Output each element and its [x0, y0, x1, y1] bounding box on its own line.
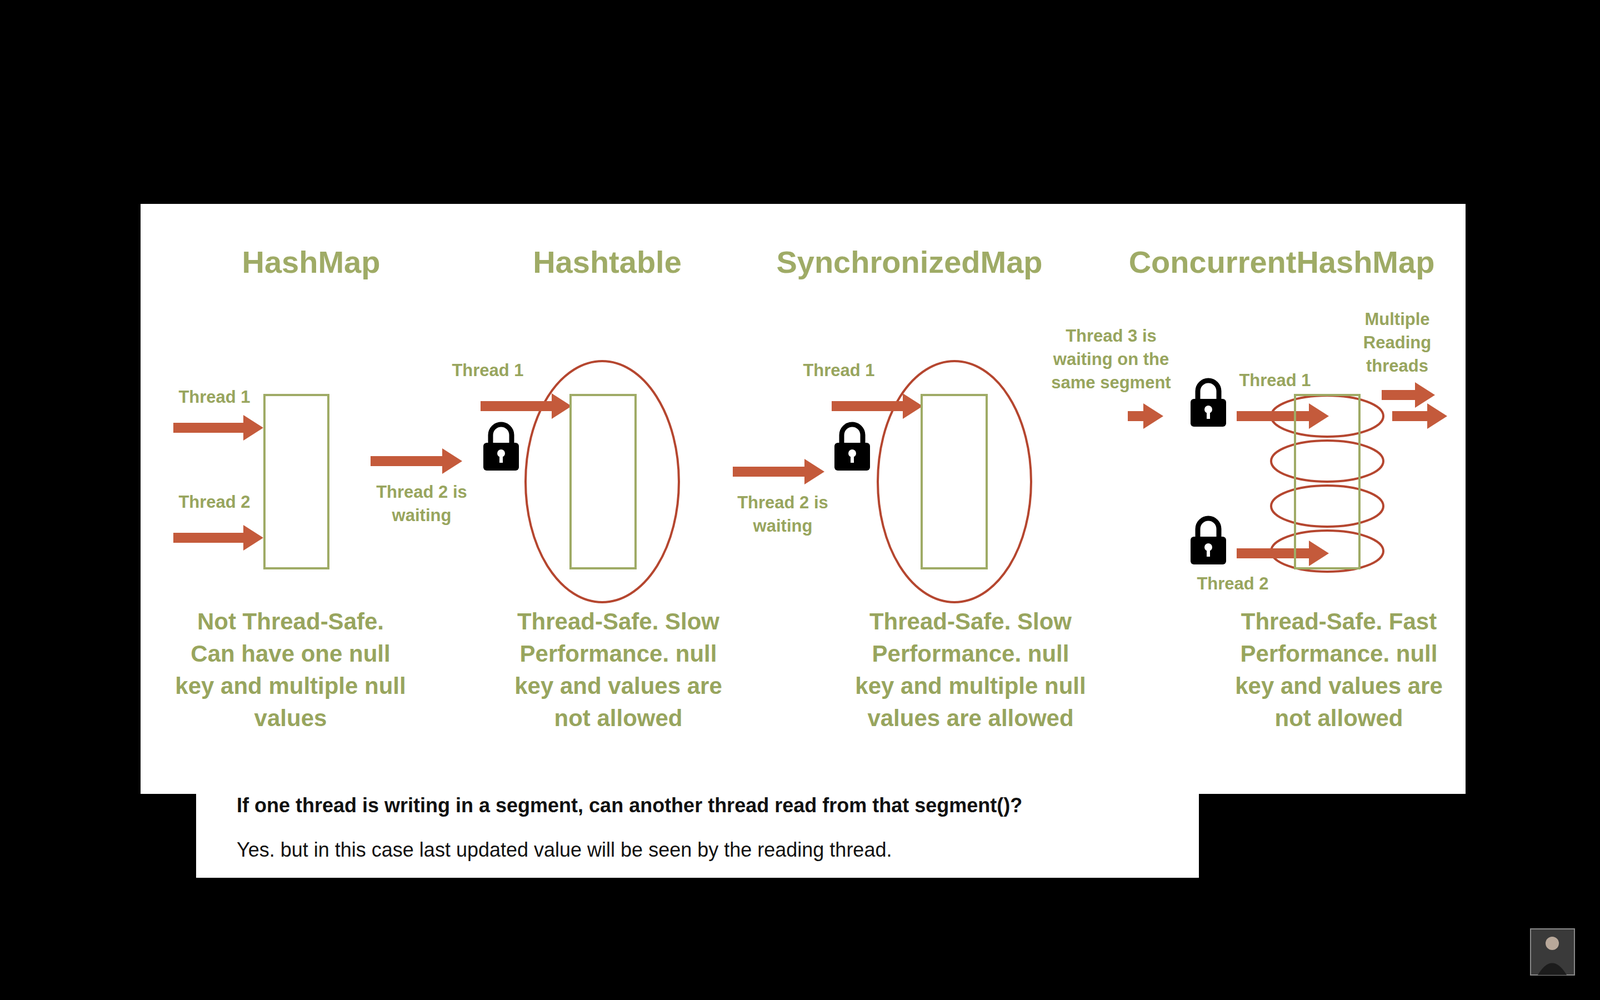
map-box: SynchronizedMapThread-Safe. Slow Perform… — [920, 393, 988, 570]
thread-arrow — [1392, 403, 1448, 429]
segment-ellipse — [1271, 440, 1384, 482]
map-box: HashMapNot Thread-Safe. Can have one nul… — [263, 393, 330, 570]
presenter-avatar — [1530, 928, 1575, 975]
thread-arrow — [173, 525, 264, 551]
thread-arrow — [1236, 540, 1329, 567]
map-description: Not Thread-Safe. Can have one null key a… — [173, 605, 408, 735]
map-title: HashMap — [116, 242, 506, 282]
thread-label: Thread 2 — [1185, 572, 1280, 596]
thread-arrow — [370, 448, 463, 474]
thread-label: Thread 1 — [791, 358, 887, 383]
segment-ellipses — [525, 361, 1384, 603]
thread-label: Thread 2 — [167, 490, 262, 514]
map-description: Thread-Safe. Fast Performance. null key … — [1222, 605, 1456, 735]
thread-label: Thread 1 — [1227, 368, 1323, 393]
lock-icon — [483, 424, 519, 471]
question-text: If one thread is writing in a segment, c… — [236, 792, 1023, 819]
lock-ellipse — [877, 361, 1032, 603]
thread-arrow — [1381, 382, 1435, 408]
thread-label: Thread 2 is waiting — [734, 491, 832, 538]
thread-arrow — [732, 458, 825, 485]
thread-arrow — [1236, 403, 1329, 429]
lock-icon — [1190, 518, 1227, 565]
thread-arrow — [1127, 403, 1164, 429]
thread-label: Thread 1 — [440, 358, 535, 383]
segment-ellipse — [1271, 485, 1384, 527]
thread-label: Thread 3 is waiting on the same segment — [1040, 324, 1183, 395]
thread-arrow — [831, 393, 923, 419]
thread-label: Thread 1 — [167, 385, 262, 409]
thread-label: Multiple Reading threads — [1352, 307, 1442, 378]
lock-icon — [1190, 380, 1227, 427]
lock-icon — [834, 424, 870, 471]
thread-arrow — [480, 393, 572, 419]
thread-arrows — [173, 382, 1448, 567]
map-description: Thread-Safe. Slow Performance. null key … — [853, 605, 1088, 735]
map-description: Thread-Safe. Slow Performance. null key … — [501, 605, 735, 735]
locks — [483, 380, 1227, 565]
thread-arrow — [173, 415, 264, 441]
map-title: SynchronizedMap — [715, 242, 1104, 282]
lock-ellipse — [525, 361, 679, 603]
question-box: If one thread is writing in a segment, c… — [196, 777, 1199, 878]
answer-text: Yes. but in this case last updated value… — [236, 837, 892, 863]
map-title: ConcurrentHashMap — [1087, 242, 1477, 282]
map-box: HashtableThread-Safe. Slow Performance. … — [569, 393, 637, 570]
map-title: Hashtable — [412, 242, 802, 282]
thread-label: Thread 2 is waiting — [373, 480, 471, 528]
map-box: ConcurrentHashMapThread-Safe. Fast Perfo… — [1293, 393, 1361, 570]
